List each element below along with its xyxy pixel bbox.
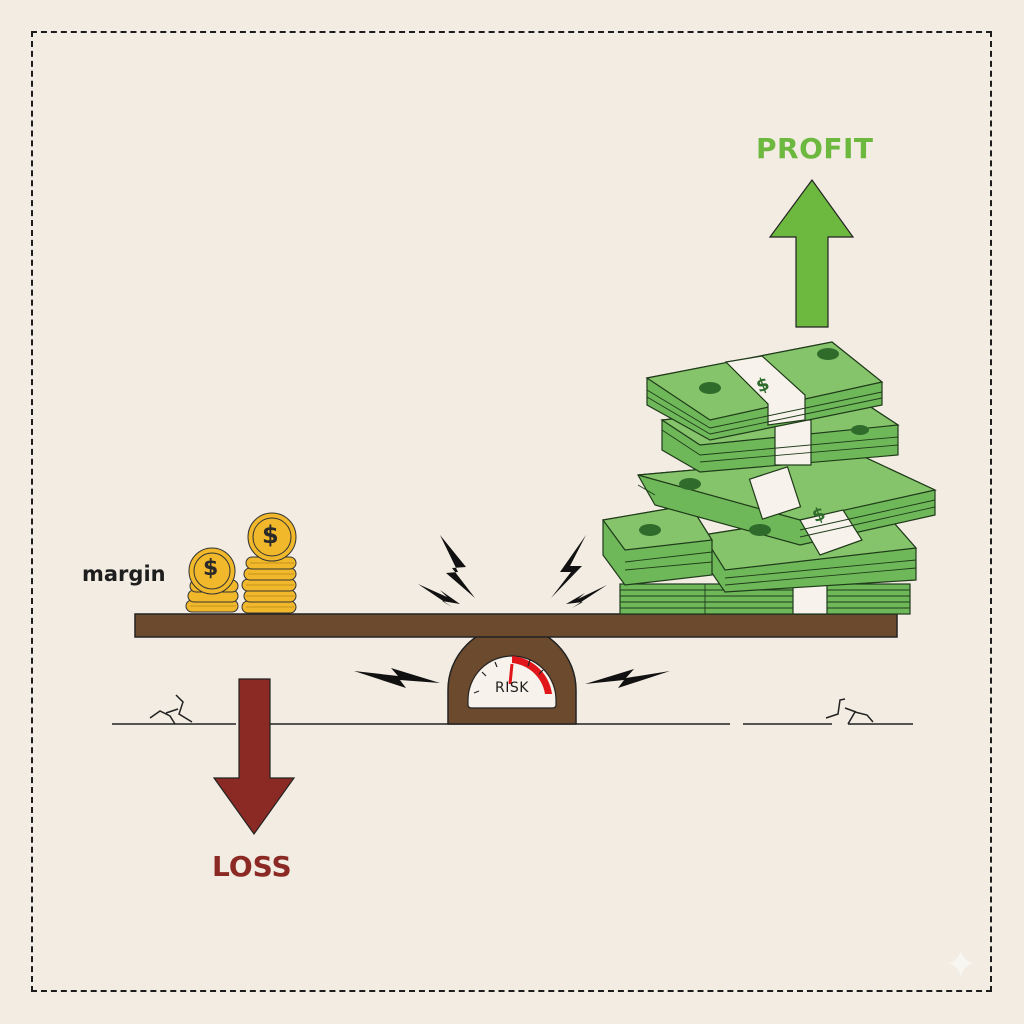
dashed-border-frame xyxy=(31,31,992,992)
ground-line xyxy=(112,694,913,725)
fulcrum xyxy=(447,625,577,725)
risk-gauge-label: RISK xyxy=(495,680,529,696)
coin-dollar-icon: $ xyxy=(262,521,279,549)
coin-stacks xyxy=(185,512,297,614)
sparkle-icon: ✦ xyxy=(944,942,978,988)
loss-arrow xyxy=(212,678,296,836)
profit-arrow xyxy=(768,178,855,328)
profit-label: PROFIT xyxy=(756,132,874,165)
lightning-bolts xyxy=(354,535,670,688)
margin-label: margin xyxy=(82,562,166,586)
loss-label: LOSS xyxy=(212,850,292,883)
coin-dollar-icon: $ xyxy=(203,556,219,581)
seesaw-plank xyxy=(134,613,898,638)
cash-stacks: $ $ xyxy=(601,341,937,615)
